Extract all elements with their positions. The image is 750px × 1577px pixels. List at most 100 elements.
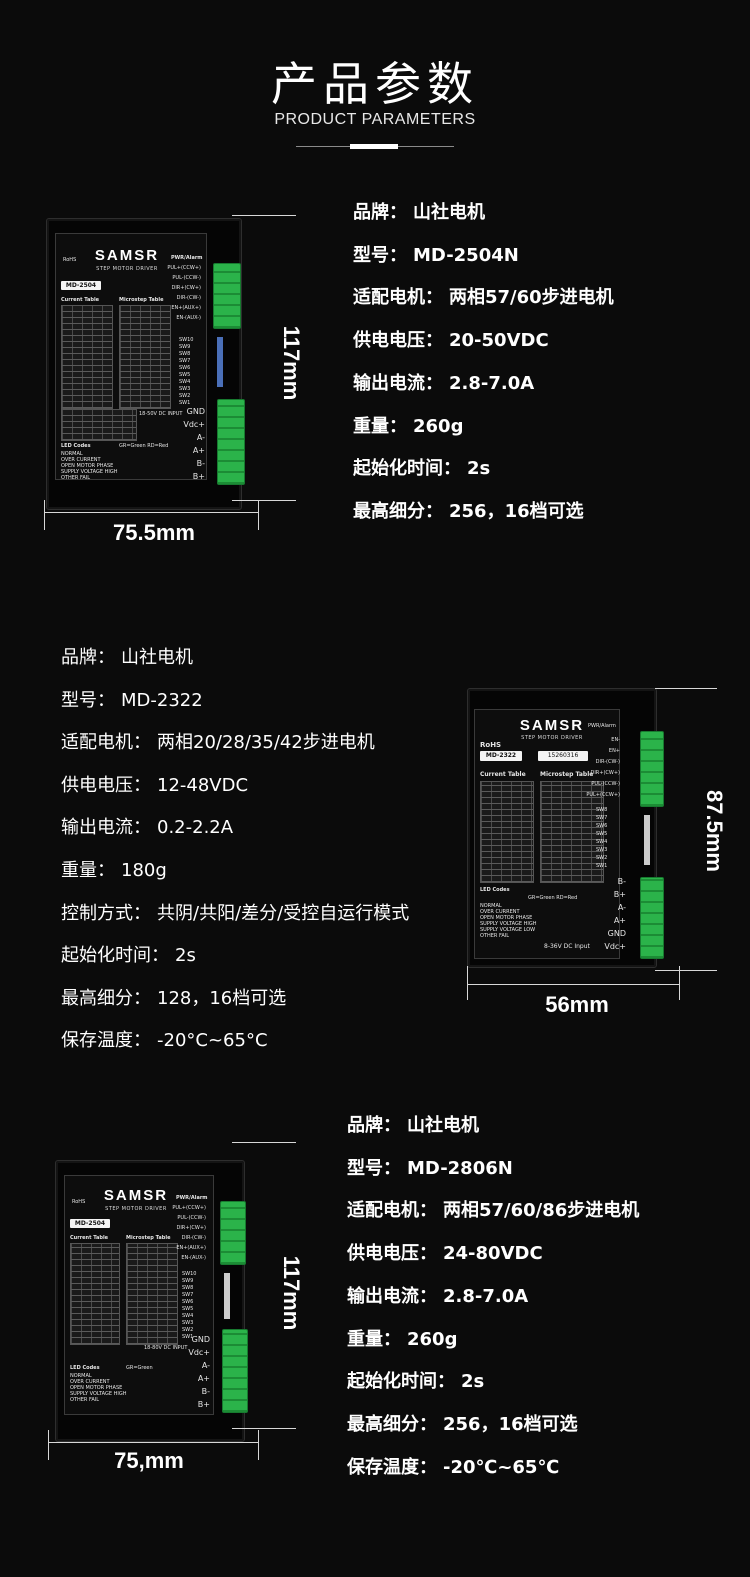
- spec-value: 128，16档可选: [157, 987, 287, 1009]
- driver-md-2806n-image: RoHS SAMSR STEP MOTOR DRIVER MD-2504 PWR…: [55, 1160, 248, 1442]
- spec-value: 2.8-7.0A: [449, 372, 535, 394]
- power-pin-label: B+: [613, 890, 626, 899]
- spec-key: 输出电流：: [347, 1285, 437, 1307]
- height-dimension: 117mm: [279, 1255, 304, 1331]
- spec-value: 山社电机: [407, 1115, 479, 1136]
- spec-row: 输出电流： 2.8-7.0A: [347, 1282, 528, 1308]
- power-pin-label: A-: [196, 433, 205, 442]
- spec-value: 山社电机: [413, 202, 485, 223]
- height-dim-top-line: [232, 1142, 296, 1143]
- spec-key: 起始化时间：: [353, 458, 461, 480]
- switch-label: SW9: [182, 1278, 194, 1284]
- signal-pin-label: EN+(AUX+): [176, 1245, 206, 1251]
- switch-label: SW1: [596, 863, 608, 869]
- brand-logo: SAMSR: [94, 247, 160, 264]
- switch-label: SW4: [182, 1313, 194, 1319]
- spec-row: 供电电压： 12-48VDC: [61, 771, 248, 797]
- spec-key: 保存温度：: [347, 1456, 437, 1478]
- switch-label: SW7: [596, 815, 608, 821]
- spec-key: 供电电压：: [61, 774, 151, 796]
- switch-label: SW2: [179, 393, 191, 399]
- model-label: MD-2504: [61, 281, 101, 290]
- rohs-mark: RoHS: [72, 1199, 86, 1205]
- switch-label: SW6: [179, 365, 191, 371]
- spec-value: 2.8-7.0A: [443, 1285, 529, 1307]
- width-dim-left-line: [48, 1430, 49, 1460]
- switch-label: SW7: [179, 358, 191, 364]
- width-dim-line: [44, 512, 258, 513]
- width-dimension: 75.5mm: [113, 520, 195, 545]
- fault-item: OVER CURRENT: [70, 1379, 110, 1385]
- power-pin-label: B-: [196, 459, 205, 468]
- current-table: [61, 305, 113, 409]
- spec-row: 型号：MD-2322: [61, 686, 203, 712]
- spec-row: 供电电压：20-50VDC: [353, 326, 549, 352]
- spec-key: 适配电机：: [61, 732, 151, 754]
- switch-label: SW3: [596, 847, 608, 853]
- spec-row: 最高细分：256，16档可选: [347, 1410, 578, 1436]
- signal-pin-label: PUL-(CCW-): [591, 781, 620, 787]
- spec-value: 180g: [121, 860, 167, 881]
- brand-logo: SAMSR: [103, 1187, 169, 1204]
- signal-terminal-block: [640, 731, 664, 807]
- switch-label: SW2: [596, 855, 608, 861]
- fault-item: NORMAL: [70, 1373, 92, 1379]
- height-dimension: 117mm: [279, 325, 304, 401]
- fault-item: SUPPLY VOLTAGE LOW: [480, 927, 536, 933]
- spec-value: 共阴/共阳/差分/受控自运行模式: [157, 902, 410, 924]
- microstep-table-label: Microstep Table: [126, 1235, 171, 1241]
- spec-key: 重量：: [353, 415, 407, 437]
- dip-switch: [224, 1273, 230, 1319]
- power-pin-label: GND: [607, 929, 626, 938]
- switch-label: SW5: [179, 372, 191, 378]
- width-dim-right-line: [679, 966, 680, 1000]
- power-pin-label: A-: [201, 1361, 210, 1370]
- spec-key: 起始化时间：: [61, 945, 169, 967]
- microstep-table-label: Microstep Table: [540, 771, 594, 778]
- led-legend: GR=Green RD=Red: [528, 895, 578, 901]
- spec-key: 保存温度：: [61, 1030, 151, 1052]
- current-table-label: Current Table: [61, 297, 100, 303]
- spec-row: 保存温度：-20℃~65℃: [347, 1453, 559, 1479]
- spec-key: 品牌：: [347, 1115, 401, 1136]
- signal-pin-label: DIR-(CW-): [181, 1235, 206, 1241]
- spec-key: 起始化时间：: [347, 1371, 455, 1393]
- spec-value: 2s: [461, 1371, 485, 1393]
- width-dim-left-line: [467, 966, 468, 1000]
- power-pin-label: A-: [617, 903, 626, 912]
- dip-switch: [644, 815, 650, 865]
- spec-row: 保存温度：-20°C~65°C: [61, 1026, 268, 1052]
- current-table-label: Current Table: [70, 1235, 109, 1241]
- current-table: [70, 1243, 120, 1345]
- signal-terminal-block: [213, 263, 241, 329]
- input-voltage-label: 8-36V DC Input: [544, 943, 590, 950]
- input-voltage-label: 18-80V DC INPUT: [144, 1345, 188, 1351]
- current-table: [480, 781, 534, 883]
- switch-label: SW4: [596, 839, 608, 845]
- led-codes-label: LED Codes: [61, 443, 91, 449]
- switch-label: SW3: [182, 1320, 194, 1326]
- width-dimension: 75,mm: [114, 1448, 184, 1473]
- power-pin-label: B+: [197, 1400, 210, 1409]
- fault-item: NORMAL: [61, 451, 83, 457]
- current-table-label: Current Table: [480, 771, 526, 778]
- spec-key: 重量：: [347, 1328, 401, 1350]
- power-pin-label: B-: [201, 1387, 210, 1396]
- spec-value: 两相20/28/35/42步进电机: [157, 732, 375, 754]
- title-divider-accent: [350, 144, 398, 149]
- switch-label: SW7: [182, 1292, 194, 1298]
- spec-row: 起始化时间：2s: [353, 454, 490, 480]
- signal-pin-label: EN-: [611, 737, 620, 743]
- spec-row: 供电电压：24-80VDC: [347, 1239, 543, 1265]
- signal-pin-label: PUL-(CCW-): [177, 1215, 206, 1221]
- spec-row: 品牌：山社电机: [61, 643, 193, 669]
- microstep-table-label: Microstep Table: [119, 297, 164, 303]
- power-pin-label: B-: [617, 877, 626, 886]
- switch-label: SW6: [596, 823, 608, 829]
- spec-row: 控制方式：共阴/共阳/差分/受控自运行模式: [61, 899, 409, 925]
- signal-pin-label: DIR-(CW-): [176, 295, 201, 301]
- switch-label: SW1: [182, 1334, 194, 1340]
- spec-key: 型号：: [353, 244, 407, 266]
- spec-value: 12-48VDC: [157, 774, 249, 796]
- spec-key: 重量：: [61, 860, 115, 881]
